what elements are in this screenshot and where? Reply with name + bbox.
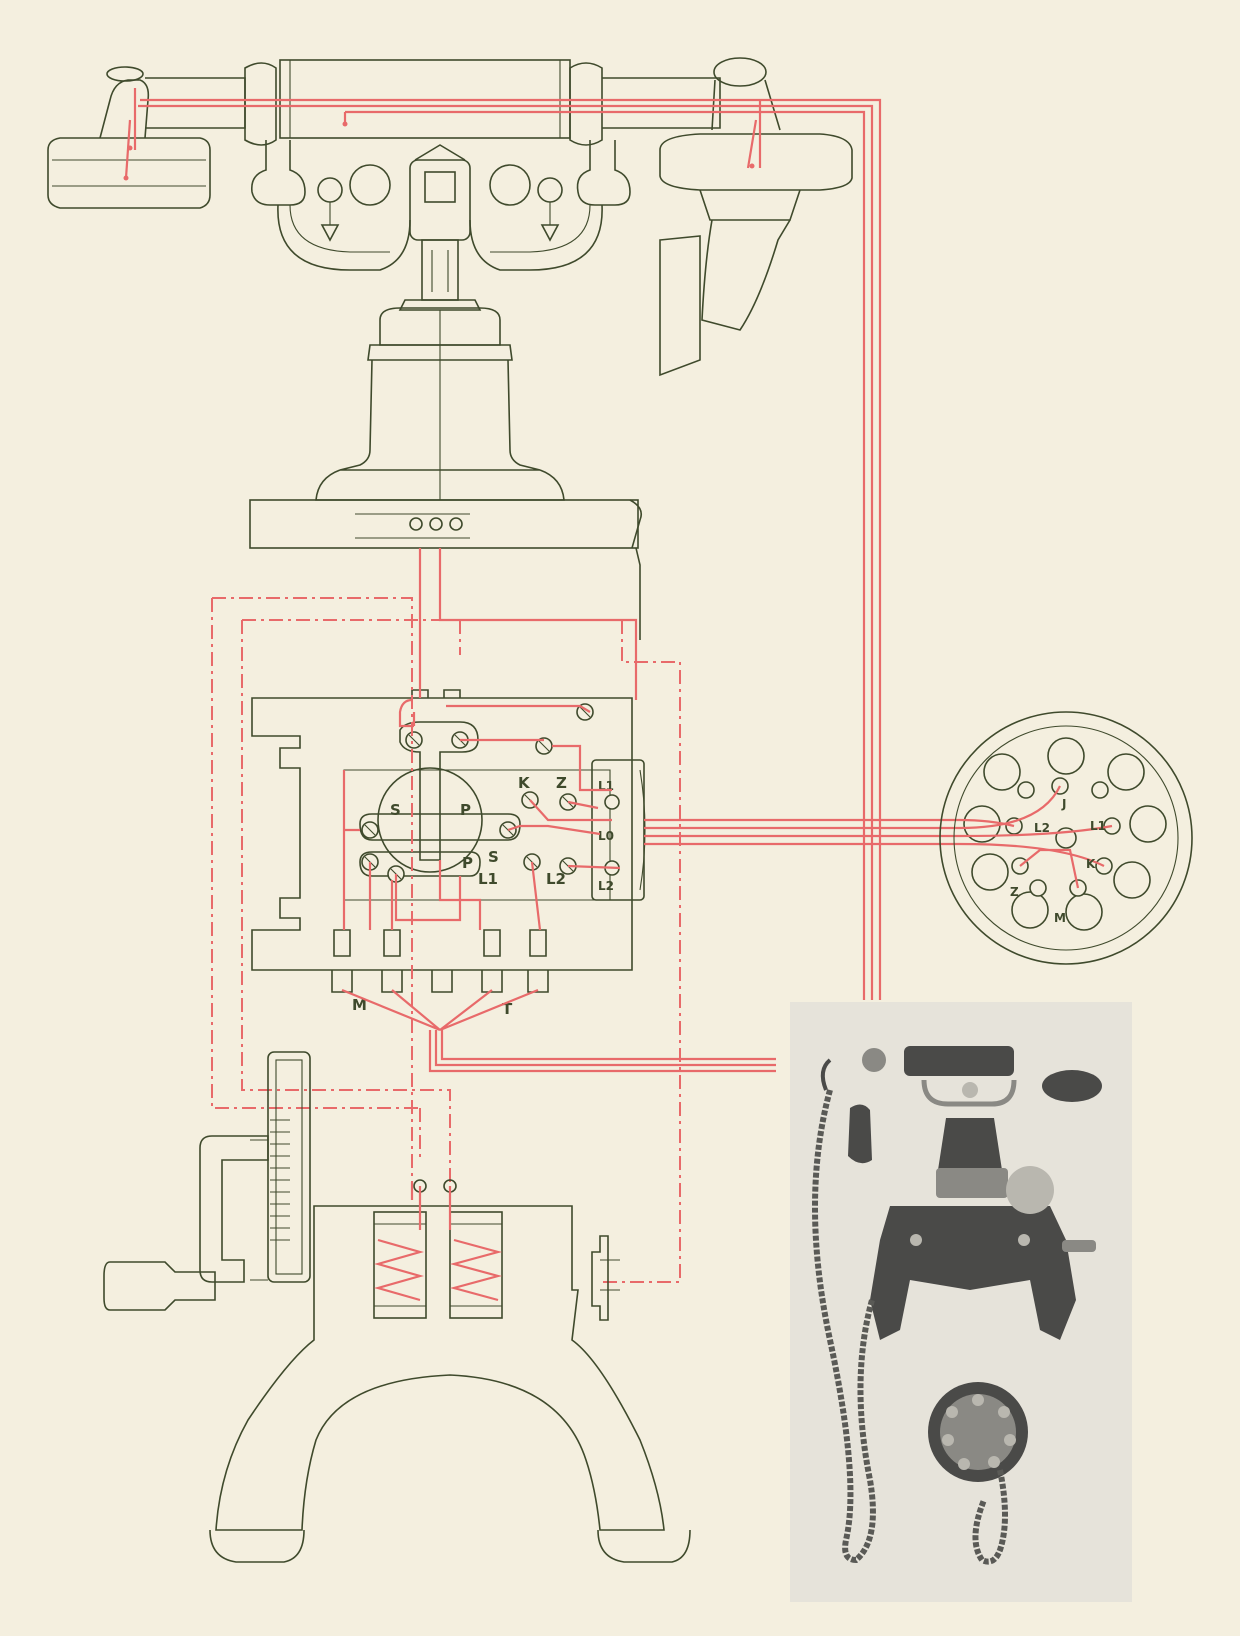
telephone-photo: [790, 1002, 1132, 1602]
label-z: Z: [556, 774, 567, 792]
label-l1: L1: [478, 870, 498, 888]
dial-label-z: Z: [1010, 885, 1019, 899]
label-k: K: [518, 774, 531, 792]
dashed-wires: [211, 597, 681, 1283]
dial-label-l2: L2: [1034, 821, 1050, 835]
coil-wires: [373, 1182, 503, 1302]
terminal-block-drawing: [251, 689, 646, 993]
dial-drawing: [939, 711, 1193, 965]
label-l2: L2: [546, 870, 566, 888]
terminal-labels: S P P S K Z L1 L2 L1 L0 L2 M T: [352, 774, 614, 1018]
handset-wires: [123, 88, 882, 1000]
handset-drawing: [47, 57, 853, 640]
dial-label-l1: L1: [1090, 819, 1106, 833]
dial-label-k: K: [1086, 857, 1096, 871]
dial-wires: [959, 785, 1113, 889]
label-strip-2: L0: [598, 829, 614, 843]
dial-label-j: J: [1061, 797, 1066, 811]
label-m: M: [352, 996, 367, 1014]
dial-label-m: M: [1054, 911, 1066, 925]
terminal-wires: [341, 548, 960, 1073]
label-p-upper: P: [460, 801, 471, 819]
label-strip-3: L2: [598, 879, 614, 893]
label-s-upper: S: [390, 801, 401, 819]
label-p-lower: P: [462, 854, 473, 872]
label-t: T: [502, 1000, 513, 1018]
generator-drawing: [103, 1051, 691, 1563]
dial-labels: L2 L1 J K Z M: [1010, 797, 1106, 925]
label-s-lower: S: [488, 848, 499, 866]
